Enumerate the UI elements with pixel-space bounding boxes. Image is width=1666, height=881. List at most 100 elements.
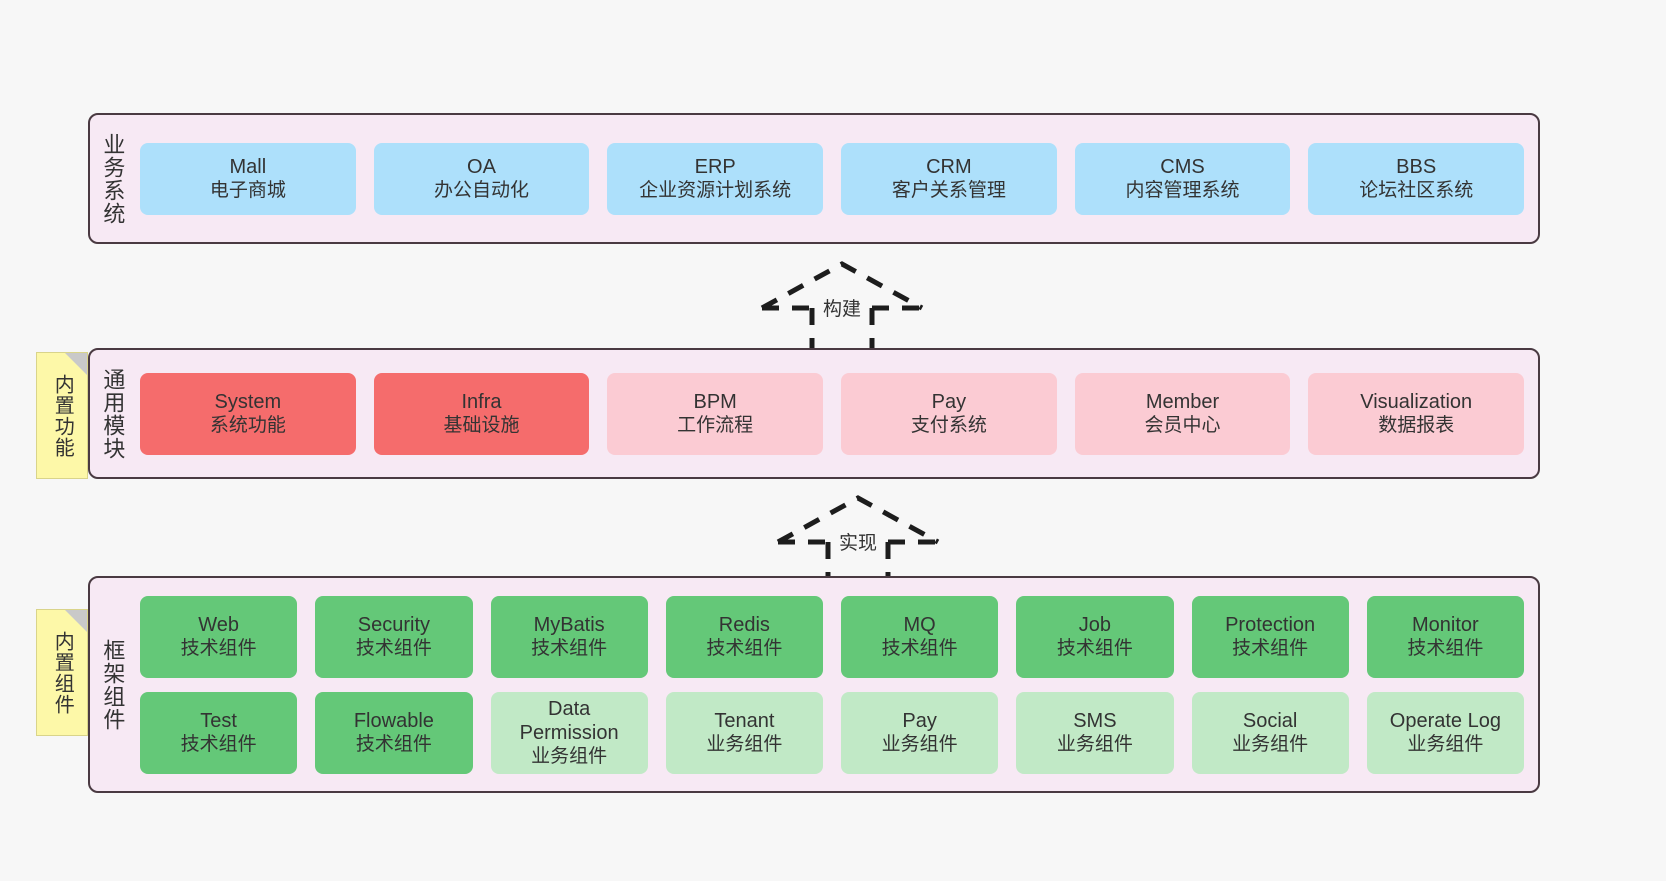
card-subtitle: 技术组件 — [355, 734, 432, 756]
card-subtitle: 技术组件 — [355, 638, 432, 660]
card-title: SMS — [1073, 709, 1117, 732]
card-title: Redis — [718, 613, 770, 636]
layer-body-common-module: System 系统功能 Infra 基础设施 BPM 工作流程 Pay 支付系统… — [134, 350, 1538, 477]
layer-title-business-system: 业务系统 — [100, 132, 126, 225]
card-title: Job — [1078, 613, 1111, 636]
card-subtitle: 技术组件 — [1056, 638, 1133, 660]
card-title: System — [214, 390, 282, 413]
card-subtitle: 论坛社区系统 — [1359, 180, 1474, 202]
card-subtitle: 业务组件 — [1407, 734, 1484, 756]
card-member[interactable]: Member 会员中心 — [1074, 372, 1291, 455]
card-subtitle: 数据报表 — [1378, 415, 1455, 437]
card-subtitle: 电子商城 — [209, 180, 286, 202]
note-fold-corner-icon — [65, 610, 87, 632]
card-subtitle: 技术组件 — [531, 638, 608, 660]
card-title: Member — [1145, 390, 1220, 413]
card-title: BPM — [693, 390, 737, 413]
card-redis[interactable]: Redis 技术组件 — [665, 595, 823, 678]
card-flowable[interactable]: Flowable 技术组件 — [315, 691, 473, 774]
card-subtitle: 技术组件 — [881, 638, 958, 660]
card-security[interactable]: Security 技术组件 — [315, 595, 473, 678]
card-title: Security — [357, 613, 430, 636]
card-subtitle: 业务组件 — [706, 734, 783, 756]
card-mybatis[interactable]: MyBatis 技术组件 — [490, 595, 648, 678]
card-mall[interactable]: Mall 电子商城 — [140, 142, 356, 215]
card-job[interactable]: Job 技术组件 — [1016, 595, 1174, 678]
card-sms[interactable]: SMS 业务组件 — [1016, 691, 1174, 774]
card-subtitle: 企业资源计划系统 — [639, 180, 792, 202]
card-data-permission[interactable]: Data Permission 业务组件 — [490, 691, 648, 774]
card-bpm[interactable]: BPM 工作流程 — [607, 372, 824, 455]
card-title: Web — [198, 613, 239, 636]
note-fold-corner-icon — [65, 353, 87, 375]
card-crm[interactable]: CRM 客户关系管理 — [841, 142, 1057, 215]
card-title: CRM — [926, 155, 972, 178]
card-subtitle: 办公自动化 — [434, 180, 530, 202]
card-title: Operate Log — [1389, 709, 1501, 732]
card-subtitle: 业务组件 — [881, 734, 958, 756]
card-subtitle: 技术组件 — [1407, 638, 1484, 660]
card-pay-module[interactable]: Pay 支付系统 — [841, 372, 1057, 455]
card-pay-component[interactable]: Pay 业务组件 — [841, 691, 999, 774]
card-title: ERP — [694, 155, 736, 178]
card-subtitle: 支付系统 — [910, 415, 987, 437]
card-system[interactable]: System 系统功能 — [140, 372, 356, 455]
sticky-note-label: 内置功能 — [51, 373, 74, 458]
card-subtitle: 系统功能 — [209, 415, 286, 437]
card-title: BBS — [1396, 155, 1437, 178]
card-title: MQ — [903, 613, 936, 636]
card-subtitle: 会员中心 — [1144, 415, 1221, 437]
card-erp[interactable]: ERP 企业资源计划系统 — [607, 142, 824, 215]
layer-business-system: 业务系统 Mall 电子商城 OA 办公自动化 ERP 企业资源计划系统 CRM… — [88, 113, 1540, 244]
card-subtitle: 技术组件 — [180, 638, 257, 660]
layer-framework-component: 框架组件 Web 技术组件 Security 技术组件 MyBatis 技术组件… — [88, 576, 1540, 793]
card-test[interactable]: Test 技术组件 — [140, 691, 298, 774]
uml-generalization-arrow-build: 构建 — [754, 258, 930, 354]
card-title: CMS — [1160, 155, 1205, 178]
card-mq[interactable]: MQ 技术组件 — [841, 595, 999, 678]
arrow-label-realize: 实现 — [838, 533, 878, 554]
sticky-note-builtin-component: 内置组件 — [36, 609, 88, 736]
card-bbs[interactable]: BBS 论坛社区系统 — [1308, 142, 1525, 215]
layer-body-business-system: Mall 电子商城 OA 办公自动化 ERP 企业资源计划系统 CRM 客户关系… — [134, 115, 1538, 242]
card-title: Mall — [229, 155, 267, 178]
card-protection[interactable]: Protection 技术组件 — [1191, 595, 1349, 678]
card-row: Test 技术组件 Flowable 技术组件 Data Permission … — [140, 691, 1524, 774]
sticky-note-label: 内置组件 — [51, 630, 74, 715]
card-subtitle: 业务组件 — [1056, 734, 1133, 756]
card-row: Mall 电子商城 OA 办公自动化 ERP 企业资源计划系统 CRM 客户关系… — [140, 142, 1525, 215]
card-title: Data Permission — [519, 697, 619, 744]
card-visualization[interactable]: Visualization 数据报表 — [1308, 372, 1525, 455]
card-subtitle: 客户关系管理 — [891, 180, 1006, 202]
card-web[interactable]: Web 技术组件 — [140, 595, 298, 678]
card-oa[interactable]: OA 办公自动化 — [373, 142, 590, 215]
card-operate-log[interactable]: Operate Log 业务组件 — [1366, 691, 1524, 774]
layer-common-module: 通用模块 System 系统功能 Infra 基础设施 BPM 工作流程 Pay… — [88, 348, 1540, 479]
layer-title-framework-component: 框架组件 — [100, 638, 126, 731]
card-subtitle: 内容管理系统 — [1125, 180, 1240, 202]
layer-body-framework-component: Web 技术组件 Security 技术组件 MyBatis 技术组件 Redi… — [134, 578, 1538, 791]
card-title: Tenant — [714, 709, 775, 732]
card-row: Web 技术组件 Security 技术组件 MyBatis 技术组件 Redi… — [140, 595, 1524, 678]
card-title: OA — [467, 155, 496, 178]
card-subtitle: 业务组件 — [1232, 734, 1309, 756]
card-social[interactable]: Social 业务组件 — [1191, 691, 1349, 774]
card-title: Pay — [902, 709, 937, 732]
card-title: Pay — [931, 390, 967, 413]
card-row: System 系统功能 Infra 基础设施 BPM 工作流程 Pay 支付系统… — [140, 372, 1525, 455]
card-subtitle: 技术组件 — [706, 638, 783, 660]
card-subtitle: 业务组件 — [531, 746, 608, 768]
card-title: Flowable — [353, 709, 434, 732]
card-infra[interactable]: Infra 基础设施 — [373, 372, 590, 455]
card-title: Infra — [461, 390, 502, 413]
card-tenant[interactable]: Tenant 业务组件 — [665, 691, 823, 774]
card-cms[interactable]: CMS 内容管理系统 — [1074, 142, 1291, 215]
arrow-label-build: 构建 — [822, 299, 862, 320]
card-title: Visualization — [1360, 390, 1473, 413]
uml-generalization-arrow-realize: 实现 — [770, 492, 946, 588]
card-subtitle: 技术组件 — [180, 734, 257, 756]
card-monitor[interactable]: Monitor 技术组件 — [1366, 595, 1524, 678]
card-subtitle: 工作流程 — [677, 415, 754, 437]
card-subtitle: 技术组件 — [1232, 638, 1309, 660]
card-title: Protection — [1225, 613, 1316, 636]
